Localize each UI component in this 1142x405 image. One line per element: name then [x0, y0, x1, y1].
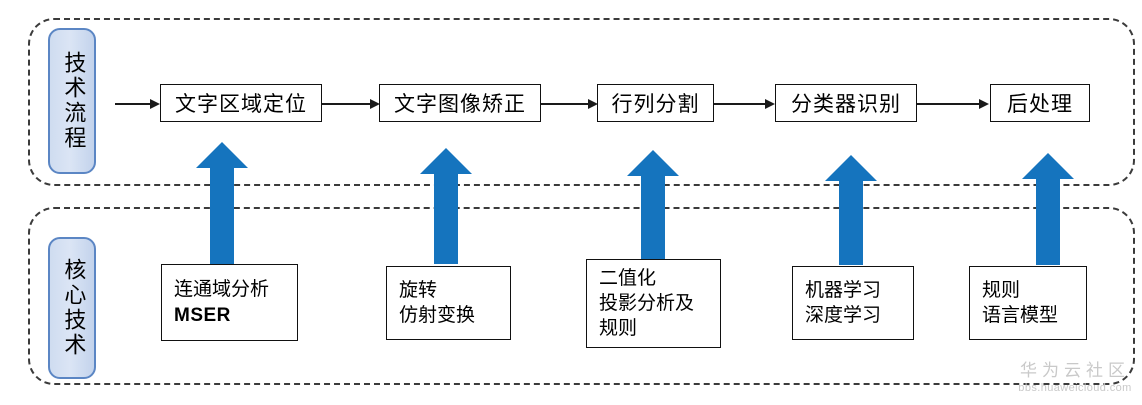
process-box-1-label: 文字区域定位	[175, 92, 307, 116]
connector-arrow-entry	[115, 98, 160, 110]
process-box-3[interactable]: 行列分割	[597, 84, 714, 122]
technology-box-3-line-3: 规则	[599, 317, 638, 340]
uplink-arrow-5	[1022, 153, 1074, 265]
connector-arrowhead	[370, 98, 380, 109]
connector-shaft	[115, 103, 150, 105]
technology-box-4-line-2: 深度学习	[805, 304, 882, 326]
connector-arrow-4-to-5	[917, 98, 989, 110]
technology-box-4-line-1: 机器学习	[805, 278, 882, 301]
connector-arrowhead	[765, 98, 775, 109]
connector-shaft	[322, 103, 370, 105]
technology-box-1-line-2: MSER	[174, 304, 231, 326]
process-box-5-label: 后处理	[1007, 92, 1073, 116]
connector-shaft	[917, 103, 979, 105]
group-container-technical-flow	[28, 18, 1135, 186]
technology-box-4[interactable]: 机器学习 深度学习	[792, 266, 914, 340]
process-box-2-label: 文字图像矫正	[394, 92, 526, 116]
group-container-core-technology	[28, 207, 1135, 385]
technology-box-3-line-2: 投影分析及	[599, 291, 695, 314]
connector-arrow-1-to-2	[322, 98, 380, 110]
technology-box-3[interactable]: 二值化 投影分析及 规则	[586, 259, 721, 348]
connector-arrowhead	[588, 98, 598, 109]
row-label-core-technology: 核心技术	[48, 237, 96, 379]
technology-box-5-line-1: 规则	[982, 278, 1021, 301]
technology-box-5[interactable]: 规则 语言模型	[969, 266, 1087, 340]
uplink-arrow-1	[196, 142, 248, 264]
process-box-5[interactable]: 后处理	[990, 84, 1090, 122]
technology-box-3-line-1: 二值化	[599, 266, 657, 289]
connector-arrow-2-to-3	[540, 98, 598, 110]
technology-box-2-line-1: 旋转	[399, 278, 438, 301]
technology-box-2[interactable]: 旋转 仿射变换	[386, 266, 511, 340]
connector-arrowhead	[150, 98, 160, 109]
process-box-2[interactable]: 文字图像矫正	[379, 84, 541, 122]
process-box-3-label: 行列分割	[611, 92, 700, 116]
technology-box-1-line-1: 连通域分析	[174, 278, 270, 301]
connector-arrow-3-to-4	[713, 98, 775, 110]
connector-shaft	[540, 103, 588, 105]
process-box-4-label: 分类器识别	[791, 92, 901, 116]
technology-box-2-line-2: 仿射变换	[399, 304, 476, 326]
technology-box-5-line-2: 语言模型	[982, 304, 1059, 326]
uplink-arrow-3	[627, 150, 679, 262]
row-label-technical-flow: 技术流程	[48, 28, 96, 174]
technology-box-1[interactable]: 连通域分析 MSER	[161, 264, 298, 341]
process-box-4[interactable]: 分类器识别	[775, 84, 917, 122]
uplink-arrow-2	[420, 148, 472, 264]
process-box-1[interactable]: 文字区域定位	[160, 84, 322, 122]
connector-shaft	[713, 103, 765, 105]
connector-arrowhead	[979, 98, 989, 109]
uplink-arrow-4	[825, 155, 877, 265]
